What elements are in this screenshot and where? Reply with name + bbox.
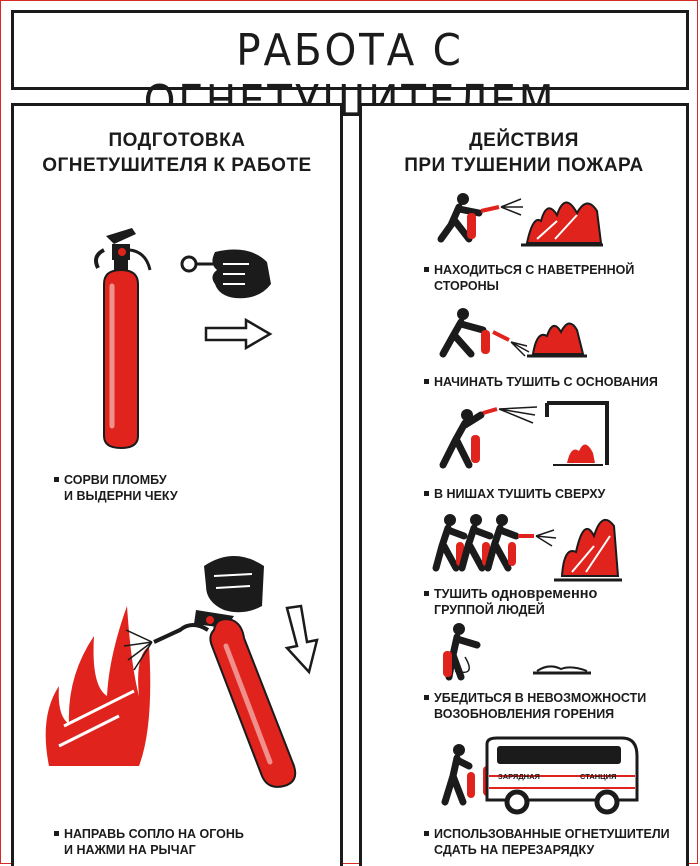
right-item-5-line-1: УБЕДИТЬСЯ В НЕВОЗМОЖНОСТИ [434,691,647,705]
fire-extinguisher-icon [94,228,152,450]
right-heading: ДЕЙСТВИЯ ПРИ ТУШЕНИИ ПОЖАРА [362,128,686,178]
left-heading-line-2: ОГНЕТУШИТЕЛЯ К РАБОТЕ [42,155,312,176]
right-item-4-line-2: ГРУППОЙ ЛЮДЕЙ [434,603,545,617]
person-spraying-icon [439,308,587,358]
left-step-1: СОРВИ ПЛОМБУ И ВЫДЕРНИ ЧЕКУ [54,472,178,504]
hand-pulling-pin-icon [180,249,271,299]
bus-label-2: СТАНЦИЯ [580,772,617,781]
left-panel: ПОДГОТОВКА ОГНЕТУШИТЕЛЯ К РАБОТЕ СОРВИ П… [11,103,343,866]
right-item-1: НАХОДИТЬСЯ С НАВЕТРЕННОЙ СТОРОНЫ [424,262,634,294]
right-item-2-line-1: НАЧИНАТЬ ТУШИТЬ С ОСНОВАНИЯ [434,375,658,389]
right-heading-line-2: ПРИ ТУШЕНИИ ПОЖАРА [404,155,644,176]
left-step-1-line-2: И ВЫДЕРНИ ЧЕКУ [64,489,178,503]
right-item-3-line-1: В НИШАХ ТУШИТЬ СВЕРХУ [434,487,606,501]
left-heading-line-1: ПОДГОТОВКА [108,130,246,151]
left-step-1-line-1: СОРВИ ПЛОМБУ [64,473,167,487]
person-spraying-icon [432,514,622,582]
right-item-4-emphasis: одновременно [491,586,598,602]
right-heading-line-1: ДЕЙСТВИЯ [469,130,579,151]
right-item-2: НАЧИНАТЬ ТУШИТЬ С ОСНОВАНИЯ [424,374,658,390]
right-item-6-line-1: ИСПОЛЬЗОВАННЫЕ ОГНЕТУШИТЕЛИ [434,827,670,841]
person-spraying-icon [443,623,591,681]
left-step-2: НАПРАВЬ СОПЛО НА ОГОНЬ И НАЖМИ НА РЫЧАГ [54,826,244,858]
right-item-5: УБЕДИТЬСЯ В НЕВОЗМОЖНОСТИ ВОЗОБНОВЛЕНИЯ … [424,690,646,722]
right-item-1-line-2: СТОРОНЫ [434,279,499,293]
bus-label-1: ЗАРЯДНАЯ [498,772,540,781]
niche-icon [439,401,609,469]
right-item-4: ТУШИТЬ одновременно ГРУППОЙ ЛЮДЕЙ [424,586,597,618]
arrow-right-icon [204,317,273,351]
left-heading: ПОДГОТОВКА ОГНЕТУШИТЕЛЯ К РАБОТЕ [14,128,340,178]
person-spraying-icon [437,193,603,247]
bus-icon [441,736,639,815]
right-item-4-line-1: ТУШИТЬ [434,587,492,601]
right-item-3: В НИШАХ ТУШИТЬ СВЕРХУ [424,486,605,502]
right-item-1-line-1: НАХОДИТЬСЯ С НАВЕТРЕННОЙ [434,263,635,277]
left-step-2-line-1: НАПРАВЬ СОПЛО НА ОГОНЬ [64,827,244,841]
title-box: РАБОТА С ОГНЕТУШИТЕЛЕМ [11,10,689,127]
right-item-5-line-2: ВОЗОБНОВЛЕНИЯ ГОРЕНИЯ [434,707,615,721]
right-panel: ДЕЙСТВИЯ ПРИ ТУШЕНИИ ПОЖАРА НАХОДИТЬСЯ С… [359,103,689,866]
hand-pressing-lever-icon [123,556,297,788]
arrow-down-icon [284,604,319,675]
right-item-6: ИСПОЛЬЗОВАННЫЕ ОГНЕТУШИТЕЛИ СДАТЬ НА ПЕР… [424,826,670,858]
right-item-6-line-2: СДАТЬ НА ПЕРЕЗАРЯДКУ [434,843,595,857]
left-step-2-line-2: И НАЖМИ НА РЫЧАГ [64,843,196,857]
